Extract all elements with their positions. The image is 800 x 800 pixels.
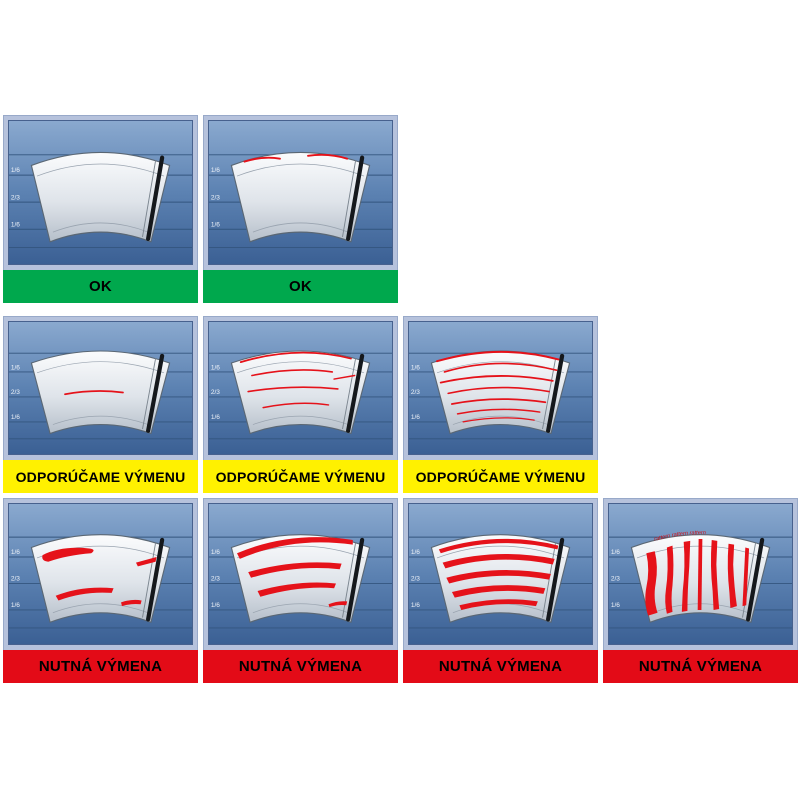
- wiper-blade-icon: [146, 155, 165, 242]
- windshield-panel: 1/6 2/3 1/6: [8, 120, 193, 265]
- wear-marks: [42, 547, 157, 607]
- zone-label: 2/3: [11, 194, 20, 201]
- windshield-panel: 1/6 2/3 1/6: [8, 321, 193, 455]
- zone-label: 1/6: [11, 549, 20, 556]
- wear-cell-ok-2: 1/6 2/3 1/6 OK: [203, 115, 398, 303]
- row-ok: 1/6 2/3 1/6 OK 1: [3, 115, 800, 303]
- zone-label: 1/6: [11, 221, 20, 228]
- zone-label: 1/6: [11, 364, 21, 371]
- windshield-graphic-many-streaks: 1/6 2/3 1/6: [409, 322, 592, 454]
- zone-label: 2/3: [211, 576, 220, 583]
- zone-label: 1/6: [211, 167, 220, 174]
- windshield-graphic-judder-bands: 1/6 2/3 1/6: [609, 504, 792, 644]
- zone-label: 1/6: [211, 602, 220, 609]
- wiper-blade-icon: [746, 537, 765, 622]
- row-recommend: 1/6 2/3 1/6 ODPORÚČAME VÝMENU: [3, 316, 800, 493]
- status-label-required: NUTNÁ VÝMENA: [3, 650, 198, 683]
- windshield-panel: 1/6 2/3 1/6: [208, 321, 393, 455]
- wear-marks: [243, 153, 349, 163]
- windshield-graphic-severe-smearing: 1/6 2/3 1/6: [409, 504, 592, 644]
- zone-label: 2/3: [11, 576, 20, 583]
- status-label-recommend: ODPORÚČAME VÝMENU: [403, 460, 598, 493]
- windshield-panel: 1/6 2/3 1/6: [8, 503, 193, 645]
- wiper-blade-icon: [546, 353, 565, 433]
- zone-label: 1/6: [11, 414, 21, 421]
- status-label-ok: OK: [3, 270, 198, 303]
- wiper-blade-icon: [146, 537, 165, 622]
- wear-cell-recommend-1: 1/6 2/3 1/6 ODPORÚČAME VÝMENU: [3, 316, 198, 493]
- wiper-blade-icon: [346, 353, 365, 433]
- windshield-graphic-light-streaks: 1/6 2/3 1/6: [209, 121, 392, 264]
- wiper-blade-icon: [546, 537, 565, 622]
- wear-cell-recommend-2: 1/6 2/3 1/6: [203, 316, 398, 493]
- zone-label: 2/3: [611, 576, 620, 583]
- status-label-recommend: ODPORÚČAME VÝMENU: [3, 460, 198, 493]
- zone-label: 2/3: [11, 389, 21, 396]
- zone-label: 1/6: [211, 221, 220, 228]
- windshield-graphic-clean: 1/6 2/3 1/6: [9, 121, 192, 264]
- windshield-graphic-patches: 1/6 2/3 1/6: [9, 504, 192, 644]
- zone-label: 1/6: [411, 414, 421, 421]
- zone-label: 1/6: [211, 414, 221, 421]
- zone-label: 2/3: [411, 576, 420, 583]
- wear-cell-required-1: 1/6 2/3 1/6 NU: [3, 498, 198, 683]
- status-label-required: NUTNÁ VÝMENA: [603, 650, 798, 683]
- windshield-graphic-heavy-streaks: 1/6 2/3 1/6: [209, 504, 392, 644]
- wear-marks: [237, 537, 353, 608]
- windshield-panel: 1/6 2/3 1/6: [408, 503, 593, 645]
- windshield-graphic-several-streaks: 1/6 2/3 1/6: [209, 322, 392, 454]
- zone-label: 1/6: [611, 602, 620, 609]
- wear-cell-required-2: 1/6 2/3 1/6 NU: [203, 498, 398, 683]
- status-label-required: NUTNÁ VÝMENA: [203, 650, 398, 683]
- wear-marks: [438, 538, 559, 610]
- wear-cell-required-4: 1/6 2/3 1/6: [603, 498, 798, 683]
- zone-label: 1/6: [211, 549, 220, 556]
- wear-marks: [64, 390, 124, 396]
- windshield-panel: 1/6 2/3 1/6: [208, 503, 393, 645]
- zone-label: 1/6: [11, 167, 20, 174]
- zone-label: 1/6: [411, 602, 420, 609]
- zone-label: 1/6: [411, 549, 420, 556]
- wear-cell-required-3: 1/6 2/3 1/6: [403, 498, 598, 683]
- zone-label: 2/3: [411, 389, 421, 396]
- status-label-ok: OK: [203, 270, 398, 303]
- windshield-panel: 1/6 2/3 1/6: [208, 120, 393, 265]
- row-required: 1/6 2/3 1/6 NU: [3, 498, 800, 683]
- wear-marks: [239, 351, 356, 409]
- zone-label: 2/3: [211, 389, 221, 396]
- zone-label: 1/6: [411, 364, 421, 371]
- zone-label: 1/6: [611, 549, 620, 556]
- windshield-panel: 1/6 2/3 1/6: [608, 503, 793, 645]
- wear-marks: [645, 539, 750, 616]
- wiper-blade-icon: [346, 155, 365, 242]
- wear-marks: [435, 350, 560, 423]
- zone-label: 2/3: [211, 194, 220, 201]
- wear-cell-ok-1: 1/6 2/3 1/6 OK: [3, 115, 198, 303]
- status-label-required: NUTNÁ VÝMENA: [403, 650, 598, 683]
- wiper-blade-icon: [346, 537, 365, 622]
- windshield-graphic-single-streak: 1/6 2/3 1/6: [9, 322, 192, 454]
- zone-label: 1/6: [211, 364, 221, 371]
- wiper-blade-icon: [146, 353, 165, 433]
- windshield-panel: 1/6 2/3 1/6: [408, 321, 593, 455]
- wiper-wear-chart: 1/6 2/3 1/6 OK 1: [3, 115, 800, 683]
- wear-cell-recommend-3: 1/6 2/3 1/6: [403, 316, 598, 493]
- zone-label: 1/6: [11, 602, 20, 609]
- status-label-recommend: ODPORÚČAME VÝMENU: [203, 460, 398, 493]
